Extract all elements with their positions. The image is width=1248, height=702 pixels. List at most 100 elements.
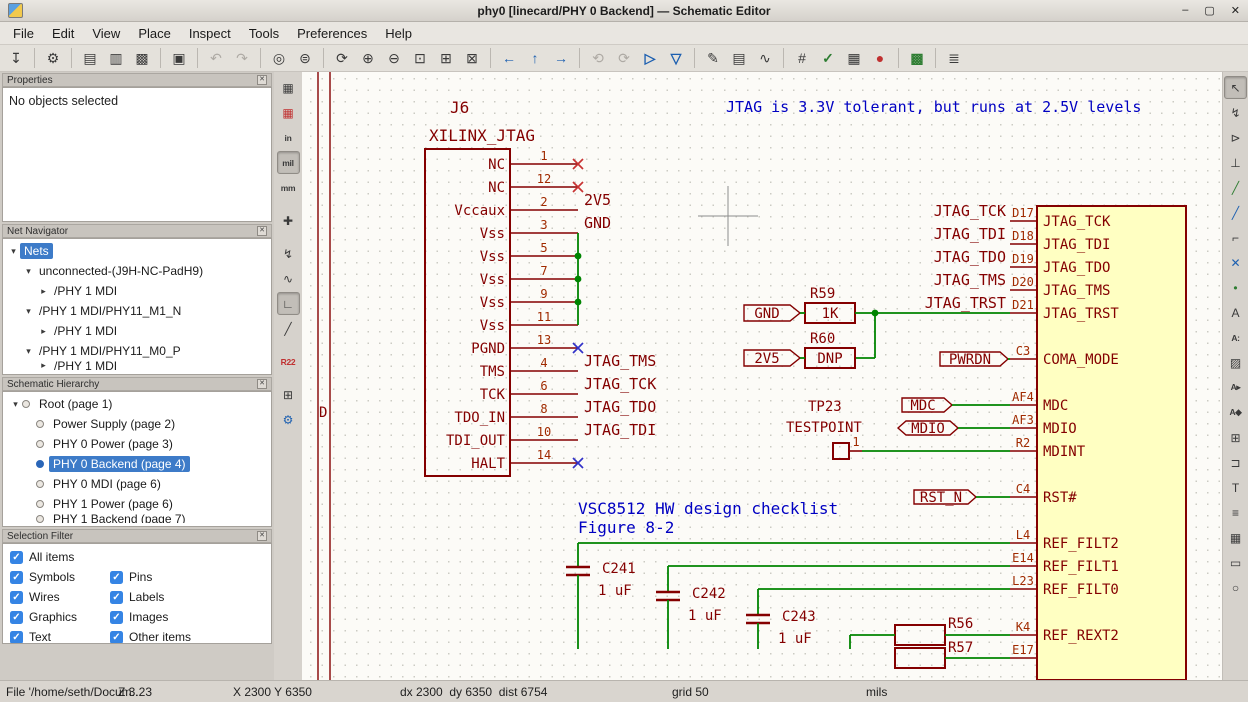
net-label[interactable]: JTAG_TCK: [584, 375, 656, 393]
selection-filter-panel-header[interactable]: Selection Filter ✕: [2, 529, 272, 543]
select-tool[interactable]: ↖: [1224, 76, 1247, 99]
grid-overrides-toggle[interactable]: ▦: [282, 105, 294, 120]
net-tree-item[interactable]: /PHY 1 MDI: [3, 321, 271, 341]
filter-option-checkbox[interactable]: Other items: [110, 630, 264, 643]
close-icon[interactable]: ✕: [257, 379, 267, 389]
circle-tool[interactable]: ○: [1231, 580, 1240, 595]
text-tool[interactable]: T: [1231, 480, 1240, 495]
net-label[interactable]: GND: [584, 214, 611, 232]
hierarchy-navigator-button[interactable]: ≣: [948, 49, 960, 66]
global-label-gnd[interactable]: GND: [743, 304, 802, 322]
net-label[interactable]: JTAG_TDI: [584, 421, 656, 439]
bus-entry-tool[interactable]: ⌐: [1231, 230, 1239, 245]
capacitor-c242[interactable]: C242 1 uF: [656, 566, 726, 649]
find-replace-button[interactable]: ⊜: [299, 49, 311, 66]
resistor-r60[interactable]: R60 DNP: [804, 331, 856, 369]
net-navigator-panel-header[interactable]: Net Navigator ✕: [2, 224, 272, 238]
paste-button[interactable]: ▣: [172, 49, 186, 66]
sheet-tree-item[interactable]: PHY 0 Backend (page 4): [3, 454, 271, 474]
pages-tool[interactable]: ⊞: [282, 387, 294, 402]
ic-pin-E17[interactable]: E17: [1010, 643, 1037, 659]
filter-option-checkbox[interactable]: Images: [110, 610, 264, 624]
zoom-fit-button[interactable]: ⊡: [414, 49, 426, 66]
global-label-rst-n[interactable]: RST_N: [913, 489, 978, 506]
net-tree-item[interactable]: /PHY 1 MDI/PHY11_M1_N: [3, 301, 271, 321]
symbol-editor-button[interactable]: ✎: [707, 49, 719, 66]
close-button[interactable]: ✕: [1230, 5, 1240, 17]
menu-item[interactable]: Edit: [51, 25, 75, 41]
net-label[interactable]: JTAG_TDO: [584, 398, 656, 416]
draw-wire-tool[interactable]: ╱: [1231, 180, 1240, 195]
units-mm-toggle[interactable]: mm: [280, 182, 296, 193]
wire-mode-45-toggle[interactable]: ╱: [284, 321, 292, 336]
global-label-mdc[interactable]: MDC: [901, 397, 954, 414]
maximize-button[interactable]: ▢: [1204, 5, 1215, 17]
sheet-tree-item[interactable]: PHY 0 MDI (page 6): [3, 474, 271, 494]
close-icon[interactable]: ✕: [257, 226, 267, 236]
expand-arrow-icon[interactable]: [37, 361, 50, 370]
menu-item[interactable]: Inspect: [188, 25, 231, 41]
net-label[interactable]: JTAG_TCK: [934, 202, 1006, 220]
capacitor-c243[interactable]: C243 1 uF: [746, 589, 816, 649]
junction-tool[interactable]: •: [1233, 280, 1238, 295]
annotate-button[interactable]: #: [798, 50, 806, 66]
properties-panel-header[interactable]: Properties ✕: [2, 73, 272, 87]
menu-item[interactable]: File: [13, 25, 34, 41]
no-connect-tool[interactable]: ✕: [1230, 255, 1241, 270]
net-tree-item[interactable]: Nets: [3, 241, 271, 261]
rule-area-tool[interactable]: ▨: [1229, 355, 1242, 370]
expand-arrow-icon[interactable]: [37, 326, 50, 337]
menu-item[interactable]: Help: [385, 25, 412, 41]
rotate-cw-button[interactable]: ⟳: [618, 49, 630, 66]
sheet-tree-item[interactable]: Root (page 1): [3, 394, 271, 414]
nav-up-button[interactable]: ↑: [531, 50, 539, 66]
net-label-tool[interactable]: A: [1231, 305, 1240, 320]
zoom-selection-button[interactable]: ⊠: [466, 49, 478, 66]
find-button[interactable]: ◎: [272, 49, 286, 66]
expand-arrow-icon[interactable]: [9, 399, 22, 410]
symbol-browser-button[interactable]: ▤: [732, 49, 746, 66]
erc-table-button[interactable]: ▦: [847, 49, 861, 66]
units-mils-toggle[interactable]: mil: [276, 151, 300, 174]
close-icon[interactable]: ✕: [257, 75, 267, 85]
hierarchy-panel-header[interactable]: Schematic Hierarchy ✕: [2, 377, 272, 391]
sheet-tree-item[interactable]: PHY 1 Backend (page 7): [3, 514, 271, 523]
cursor-crosshair-toggle[interactable]: ✚: [282, 213, 294, 228]
global-label-mdio[interactable]: MDIO: [896, 420, 960, 437]
filter-option-checkbox[interactable]: Graphics: [10, 610, 110, 624]
global-label-2v5[interactable]: 2V5: [743, 349, 802, 367]
nav-back-button[interactable]: ←: [502, 50, 516, 66]
wire-mode-hv-toggle[interactable]: ∟: [276, 292, 300, 315]
net-label[interactable]: JTAG_TDO: [934, 248, 1006, 266]
rotate-ccw-button[interactable]: ⟲: [592, 49, 604, 66]
menu-item[interactable]: Tools: [248, 25, 280, 41]
schematic-drawing[interactable]: D JTAG is 3.3V tolerant, but runs at 2.5…: [302, 72, 1222, 680]
net-graph-tool[interactable]: ∿: [282, 271, 294, 286]
global-label-tool[interactable]: A▸: [1230, 382, 1241, 392]
filter-option-checkbox[interactable]: Pins: [110, 570, 264, 584]
mirror-h-button[interactable]: ▷: [644, 49, 656, 66]
sheet-tree-item[interactable]: PHY 1 Power (page 6): [3, 494, 271, 514]
sheet-tree-item[interactable]: Power Supply (page 2): [3, 414, 271, 434]
sim-button[interactable]: ∿: [759, 49, 771, 66]
note-jtag-tolerance[interactable]: JTAG is 3.3V tolerant, but runs at 2.5V …: [726, 98, 1141, 116]
hier-sheet-tool[interactable]: ⊞: [1230, 430, 1241, 445]
save-button[interactable]: ↧: [10, 49, 22, 66]
minimize-button[interactable]: –: [1182, 4, 1189, 16]
zoom-out-button[interactable]: ⊖: [388, 49, 400, 66]
